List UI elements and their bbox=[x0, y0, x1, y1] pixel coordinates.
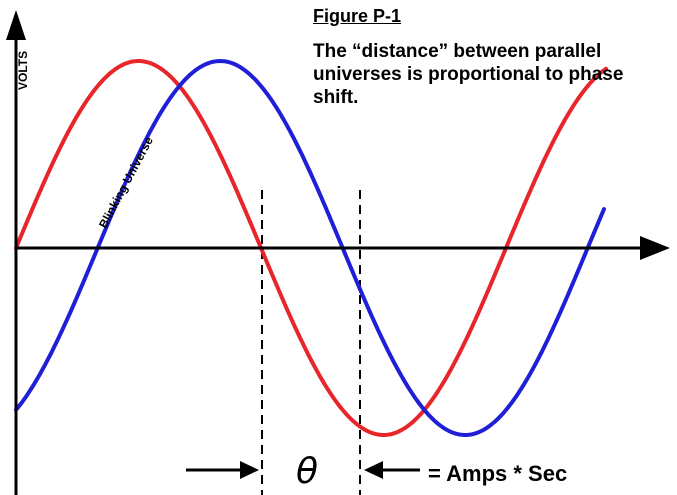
red-wave bbox=[14, 59, 608, 437]
y-axis-arrowhead bbox=[6, 10, 26, 40]
figure-title: Figure P-1 bbox=[313, 6, 402, 26]
figure-caption: The “distance” between parallel universe… bbox=[313, 41, 624, 108]
phase-units-label: = Amps * Sec bbox=[428, 461, 568, 486]
phase-symbol: θ bbox=[296, 451, 319, 492]
blue-wave bbox=[14, 58, 606, 437]
phase-arrow-right-head bbox=[364, 461, 383, 479]
phase-arrow-left-head bbox=[240, 461, 259, 479]
x-axis-arrowhead bbox=[640, 236, 670, 260]
y-axis-label: VOLTS bbox=[16, 50, 30, 90]
